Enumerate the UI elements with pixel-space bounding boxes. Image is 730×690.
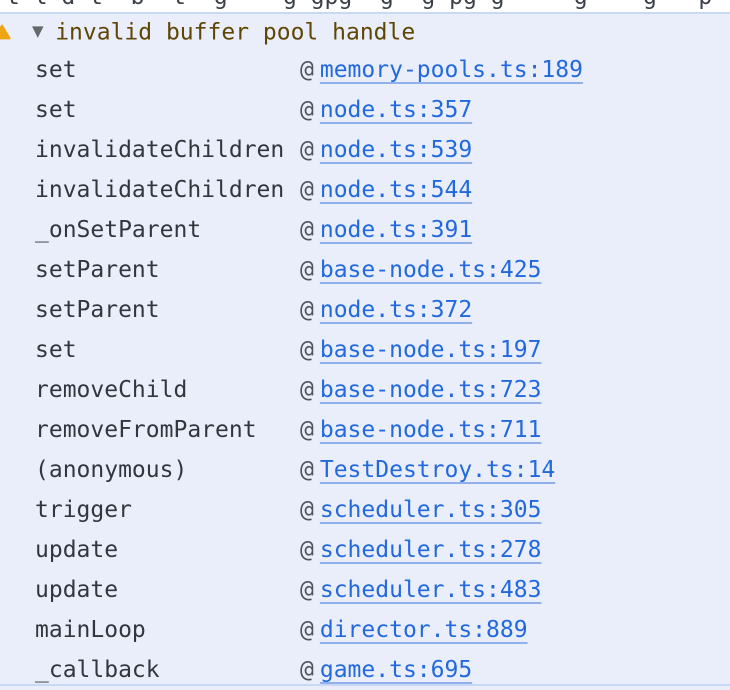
function-name: setParent xyxy=(35,257,160,283)
function-name: mainLoop xyxy=(35,617,146,643)
function-name: trigger xyxy=(35,497,132,523)
stack-frame-row: set @base-node.ts:197 xyxy=(0,330,730,370)
stack-frame-row: setParent @base-node.ts:425 xyxy=(0,250,730,290)
message-divider xyxy=(0,684,730,686)
source-location-link[interactable]: node.ts:544 xyxy=(319,177,473,203)
at-symbol: @ xyxy=(300,577,314,603)
function-name: update xyxy=(35,537,119,563)
function-name: invalidateChildren xyxy=(35,177,285,203)
function-name: (anonymous) xyxy=(35,457,188,483)
at-symbol: @ xyxy=(300,457,314,483)
previous-message-clipped: t l d t b t g g gpg g g pg g g g p g g xyxy=(0,0,730,12)
clipped-previous-line-text: t l d t b t g g gpg g g pg g g g p g g xyxy=(6,0,730,10)
stack-frame-row: removeChild @base-node.ts:723 xyxy=(0,370,730,410)
source-location-link[interactable]: base-node.ts:723 xyxy=(319,377,542,403)
function-name: setParent xyxy=(35,297,160,323)
stack-frame-row: trigger @scheduler.ts:305 xyxy=(0,490,730,530)
at-symbol: @ xyxy=(300,217,314,243)
at-symbol: @ xyxy=(300,377,314,403)
collapse-arrow-icon[interactable]: ▼ xyxy=(32,21,44,40)
stack-trace: set@memory-pools.ts:189 set@node.ts:357 … xyxy=(0,50,730,690)
at-symbol: @ xyxy=(300,417,314,443)
source-location-link[interactable]: base-node.ts:197 xyxy=(319,337,542,363)
source-location-link[interactable]: node.ts:357 xyxy=(319,97,473,123)
at-symbol: @ xyxy=(300,297,314,323)
source-location-link[interactable]: director.ts:889 xyxy=(319,617,528,643)
function-name: invalidateChildren xyxy=(35,137,285,163)
stack-frame-row: set @node.ts:357 xyxy=(0,90,730,130)
at-symbol: @ xyxy=(300,497,314,523)
function-name: set xyxy=(35,57,77,83)
source-location-link[interactable]: base-node.ts:425 xyxy=(319,257,542,283)
source-location-link[interactable]: node.ts:391 xyxy=(319,217,473,243)
warning-message-block[interactable]: ▼ invalid buffer pool handle set@memory-… xyxy=(0,12,730,690)
stack-frame-row: update @scheduler.ts:483 xyxy=(0,570,730,610)
stack-frame-row: removeFromParent @base-node.ts:711 xyxy=(0,410,730,450)
at-symbol: @ xyxy=(300,257,314,283)
function-name: removeChild xyxy=(35,377,188,403)
warning-summary-row[interactable]: ▼ invalid buffer pool handle xyxy=(0,14,730,50)
source-location-link[interactable]: game.ts:695 xyxy=(319,657,473,683)
stack-frame-row: (anonymous) @TestDestroy.ts:14 xyxy=(0,450,730,490)
at-symbol: @ xyxy=(300,657,314,683)
at-symbol: @ xyxy=(300,97,314,123)
stack-frame-row: update @scheduler.ts:278 xyxy=(0,530,730,570)
function-name: _onSetParent xyxy=(35,217,202,243)
at-symbol: @ xyxy=(300,537,314,563)
function-name: set xyxy=(35,337,77,363)
function-name: set xyxy=(35,97,77,123)
source-location-link[interactable]: memory-pools.ts:189 xyxy=(319,57,583,83)
source-location-link[interactable]: base-node.ts:711 xyxy=(319,417,542,443)
at-symbol: @ xyxy=(300,57,314,83)
source-location-link[interactable]: scheduler.ts:278 xyxy=(319,537,542,563)
at-symbol: @ xyxy=(300,337,314,363)
function-name: _callback xyxy=(35,657,160,683)
stack-frame-row: set @memory-pools.ts:189 xyxy=(0,50,730,90)
stack-frame-row: _onSetParent @node.ts:391 xyxy=(0,210,730,250)
source-location-link[interactable]: node.ts:372 xyxy=(319,297,473,323)
warning-message-text: invalid buffer pool handle xyxy=(55,19,416,46)
warning-triangle-icon xyxy=(0,24,11,40)
function-name: update xyxy=(35,577,119,603)
stack-frame-row: mainLoop @director.ts:889 xyxy=(0,610,730,650)
source-location-link[interactable]: scheduler.ts:305 xyxy=(319,497,542,523)
source-location-link[interactable]: node.ts:539 xyxy=(319,137,473,163)
stack-frame-row: invalidateChildren @node.ts:539 xyxy=(0,130,730,170)
stack-frame-row: setParent @node.ts:372 xyxy=(0,290,730,330)
stack-frame-row: invalidateChildren @node.ts:544 xyxy=(0,170,730,210)
stack-frame-row: _callback @game.ts:695 xyxy=(0,650,730,690)
source-location-link[interactable]: TestDestroy.ts:14 xyxy=(319,457,556,483)
at-symbol: @ xyxy=(300,617,314,643)
at-symbol: @ xyxy=(300,177,314,203)
function-name: removeFromParent xyxy=(35,417,257,443)
at-symbol: @ xyxy=(300,137,314,163)
source-location-link[interactable]: scheduler.ts:483 xyxy=(319,577,542,603)
